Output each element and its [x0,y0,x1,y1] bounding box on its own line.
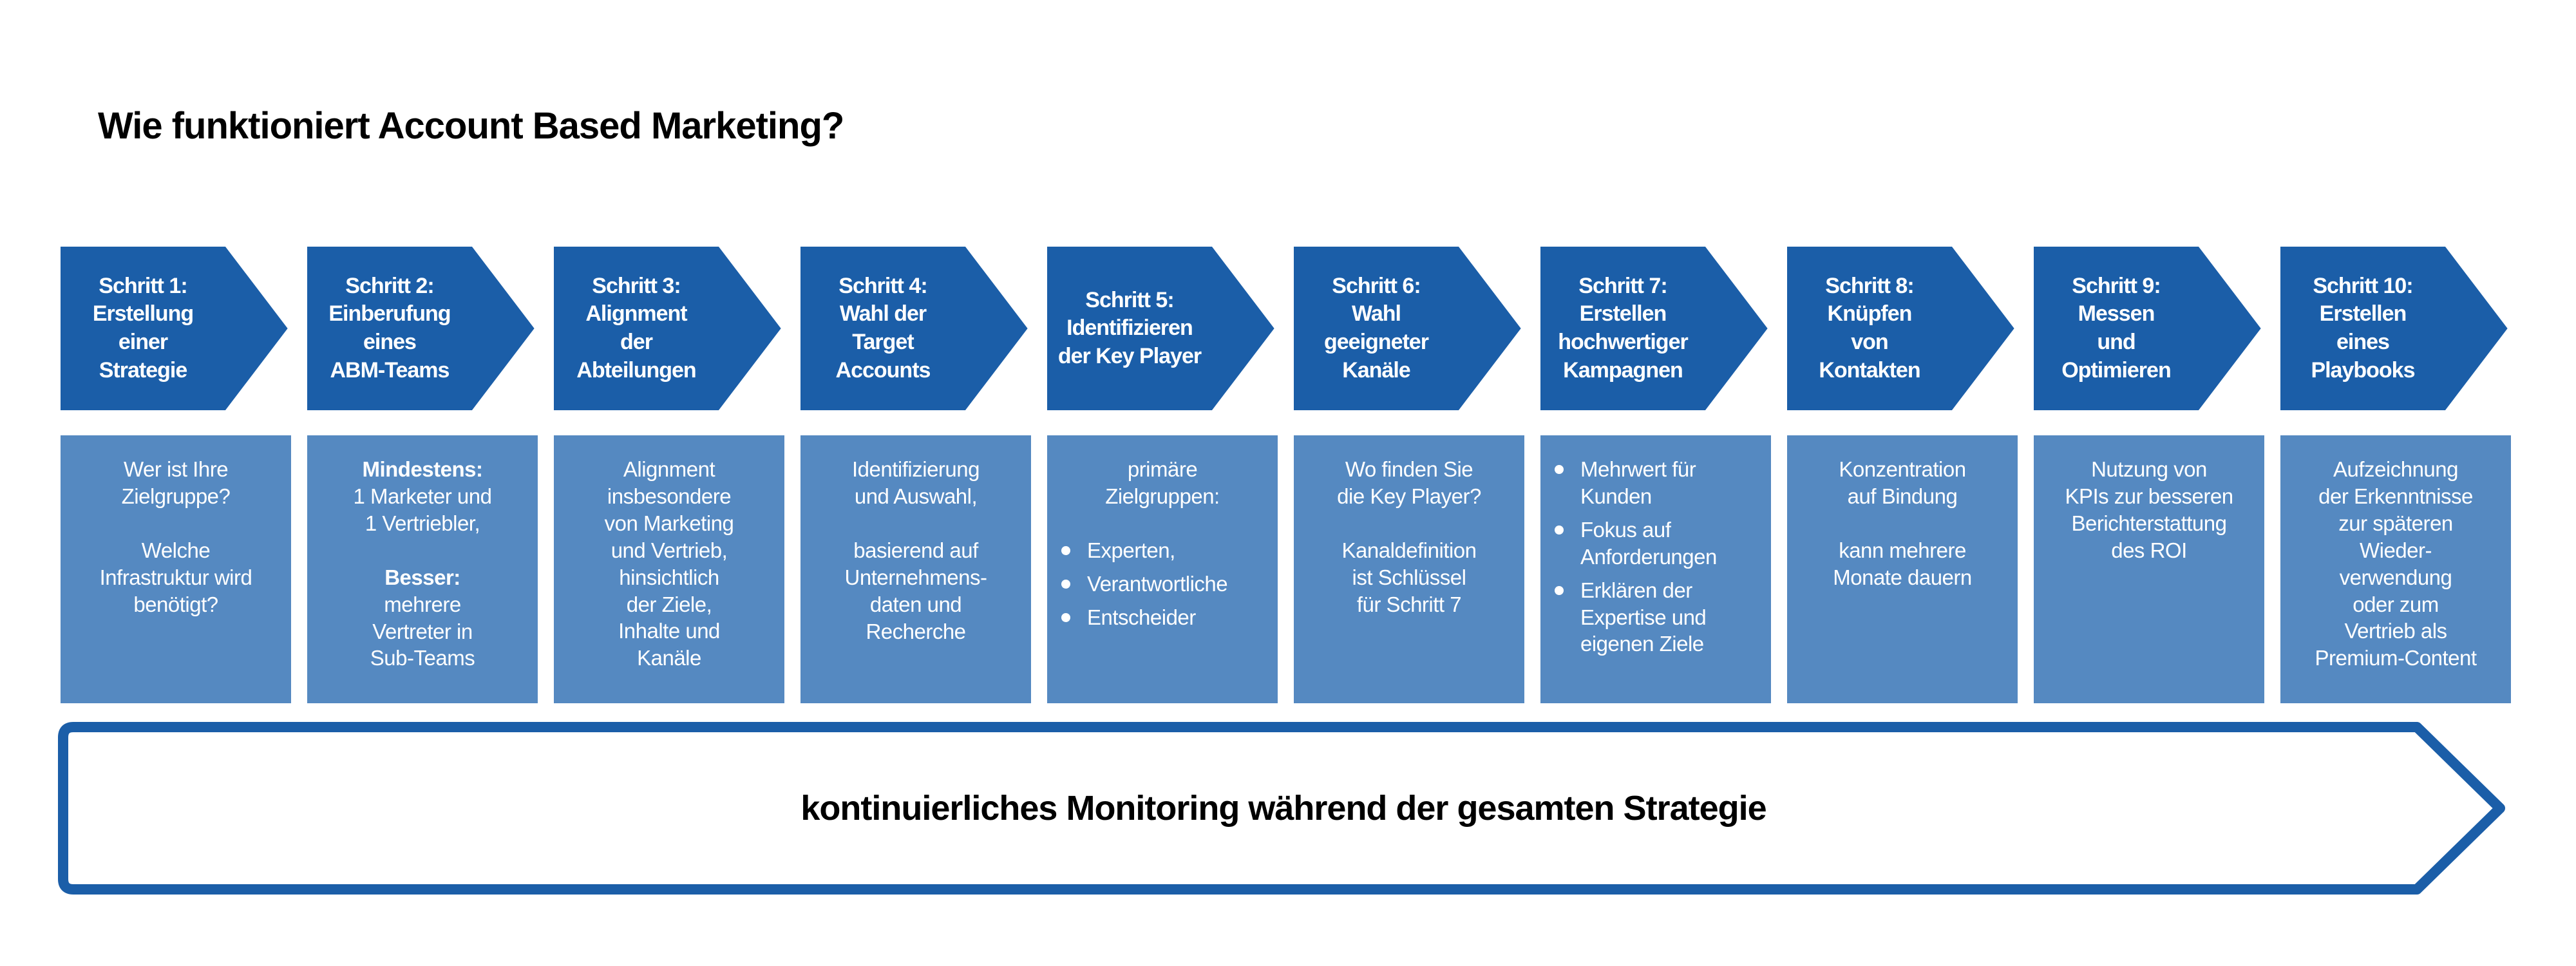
step-arrow-5: Schritt 5: Identifizieren der Key Player [1047,247,1274,410]
step-arrow-label-9: Schritt 9: Messen und Optimieren [2061,273,2171,383]
step-arrow-8: Schritt 8: Knüpfen von Kontakten [1787,247,2014,410]
banner-arrow-outline-icon [58,722,2505,895]
box-text: basierend auf Unternehmens- daten und Re… [844,538,987,643]
step-description-box-3: Alignment insbesondere von Marketing und… [554,435,784,703]
box-spacer [1299,510,1519,537]
step-arrow-9: Schritt 9: Messen und Optimieren [2034,247,2261,410]
step-description-box-9: Nutzung von KPIs zur besseren Berichters… [2034,435,2264,703]
box-spacer [1792,510,2012,537]
step-column-6: Schritt 6: Wahl geeigneter Kanäle Wo find… [1294,247,1524,703]
step-column-5: Schritt 5: Identifizieren der Key Player… [1047,247,1278,703]
step-arrow-label-7: Schritt 7: Erstellen hochwertiger Kampag… [1558,273,1688,383]
monitoring-banner: kontinuierliches Monitoring während der … [57,721,2510,895]
step-arrow-label-2: Schritt 2: Einberufung eines ABM-Teams [328,273,451,383]
box-spacer [312,537,533,564]
bullet-item: Fokus auf Anforderungen [1546,516,1766,571]
step-arrow-label-8: Schritt 8: Knüpfen von Kontakten [1819,273,1920,383]
box-text: Welche Infrastruktur wird benötigt? [99,538,252,616]
bullet-item: Erklären der Expertise und eigenen Ziele [1546,577,1766,658]
step-description-box-10: Aufzeichnung der Erkenntnisse zur später… [2280,435,2511,703]
box-text: Aufzeichnung der Erkenntnisse zur später… [2315,457,2477,670]
step-column-7: Schritt 7: Erstellen hochwertiger Kampag… [1540,247,1771,703]
step-arrow-label-4: Schritt 4: Wahl der Target Accounts [835,273,931,383]
box-bold-text: Mindestens: [362,457,483,481]
box-text: Wo finden Sie die Key Player? [1337,457,1481,508]
step-arrow-label-10: Schritt 10: Erstellen eines Playbooks [2311,273,2415,383]
bullet-item: Entscheider [1052,604,1273,631]
step-arrow-6: Schritt 6: Wahl geeigneter Kanäle [1294,247,1521,410]
step-arrow-3: Schritt 3: Alignment der Abteilungen [554,247,781,410]
box-text: mehrere Vertreter in Sub-Teams [370,592,475,670]
step-arrow-label-6: Schritt 6: Wahl geeigneter Kanäle [1324,273,1429,383]
box-spacer [1052,510,1273,537]
step-arrow-10: Schritt 10: Erstellen eines Playbooks [2280,247,2508,410]
bullet-item: Verantwortliche [1052,571,1273,598]
step-description-box-8: Konzentration auf Bindung kann mehrere Mo… [1787,435,2018,703]
box-text: Nutzung von KPIs zur besseren Berichters… [2065,457,2233,562]
box-text: Konzentration auf Bindung [1839,457,1966,508]
box-text: Wer ist Ihre Zielgruppe? [121,457,231,508]
step-arrow-2: Schritt 2: Einberufung eines ABM-Teams [307,247,535,410]
step-description-box-2: Mindestens: 1 Marketer und 1 Vertriebler,… [307,435,538,703]
box-text: Kanaldefinition ist Schlüssel für Schrit… [1341,538,1477,616]
step-description-box-6: Wo finden Sie die Key Player? Kanaldefini… [1294,435,1524,703]
step-description-box-1: Wer ist Ihre Zielgruppe? Welche Infrastru… [61,435,291,703]
step-description-box-5: primäre Zielgruppen: Experten, Verantwortl… [1047,435,1278,703]
page-title: Wie funktioniert Account Based Marketing… [98,105,844,147]
box-text: Alignment insbesondere von Marketing und… [604,457,734,670]
box-bold-text: Besser: [384,565,460,589]
step-description-box-4: Identifizierung und Auswahl, basierend au… [800,435,1031,703]
step-arrow-1: Schritt 1: Erstellung einer Strategie [61,247,288,410]
box-text: 1 Marketer und 1 Vertriebler, [353,484,492,535]
box-spacer [806,510,1026,537]
step-arrow-label-5: Schritt 5: Identifizieren der Key Player [1057,287,1202,368]
bullet-item: Experten, [1052,537,1273,564]
step-arrow-label-3: Schritt 3: Alignment der Abteilungen [576,273,696,383]
box-spacer [66,510,286,537]
step-arrow-label-1: Schritt 1: Erstellung einer Strategie [92,273,194,383]
banner-text: kontinuierliches Monitoring während der … [800,789,1766,828]
bullet-item: Mehrwert für Kunden [1546,456,1766,510]
box-text: primäre Zielgruppen: [1105,457,1220,508]
step-arrow-7: Schritt 7: Erstellen hochwertiger Kampag… [1540,247,1768,410]
box-text: kann mehrere Monate dauern [1833,538,1972,589]
box-text: Identifizierung und Auswahl, [852,457,980,508]
step-arrow-4: Schritt 4: Wahl der Target Accounts [800,247,1028,410]
